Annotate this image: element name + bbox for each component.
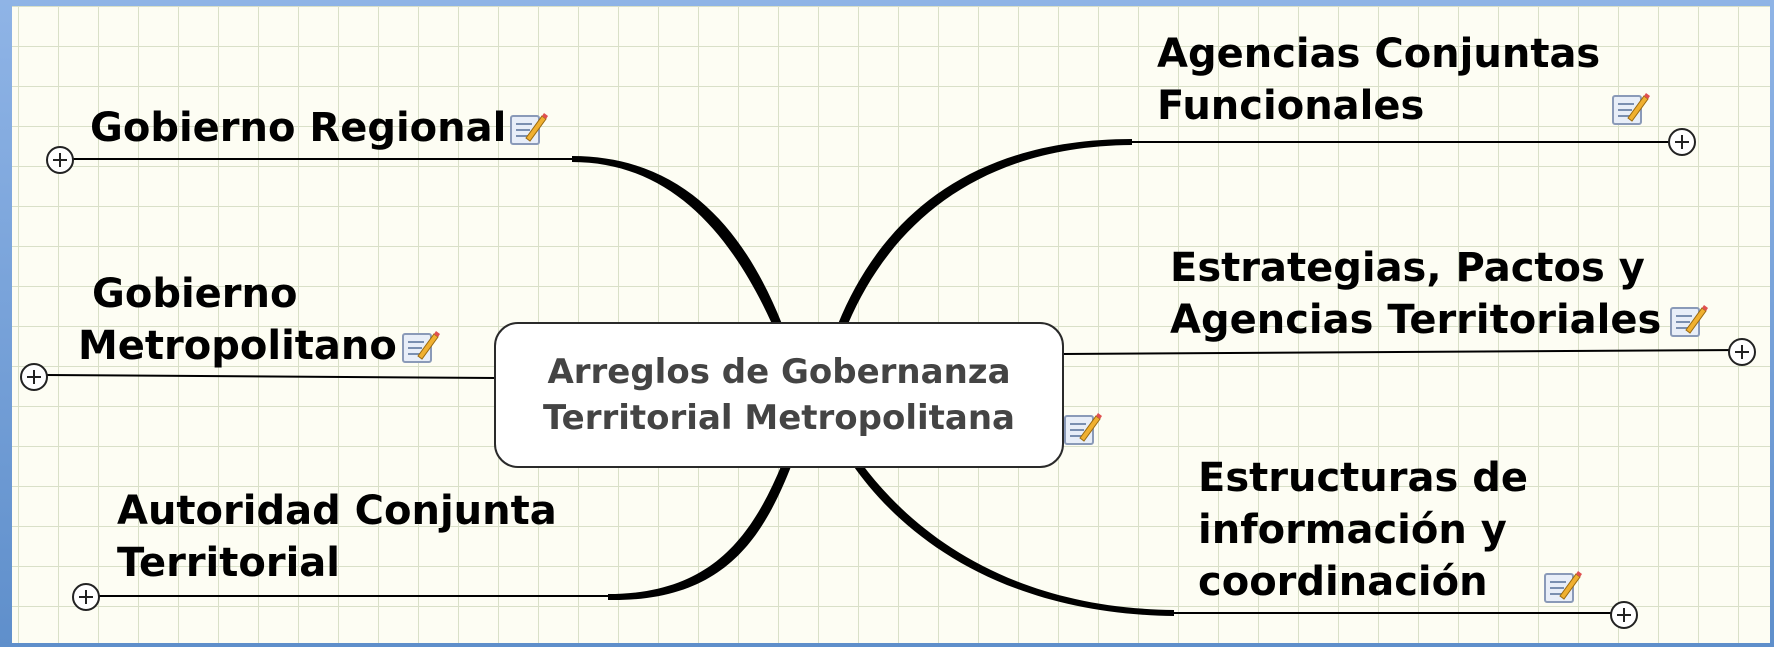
notes-pencil-icon[interactable] — [1542, 568, 1582, 606]
topic-label: Funcionales — [1157, 83, 1425, 129]
topic-label: Estrategias, Pactos y — [1170, 245, 1645, 291]
topic-label: Agencias Conjuntas — [1157, 31, 1601, 77]
notes-pencil-icon[interactable] — [1668, 302, 1708, 340]
topic-estrategias-pactos-agencias[interactable]: Estrategias, Pactos y Agencias Territori… — [1170, 242, 1661, 346]
topic-label: Metropolitano — [78, 323, 397, 369]
central-topic[interactable]: Arreglos de Gobernanza Territorial Metro… — [494, 322, 1064, 468]
plus-circle-icon[interactable] — [72, 583, 100, 611]
topic-label: Gobierno — [92, 271, 298, 317]
mind-map-canvas[interactable]: Arreglos de Gobernanza Territorial Metro… — [12, 6, 1770, 643]
topic-label: Estructuras de — [1198, 455, 1528, 501]
topic-label: coordinación — [1198, 559, 1488, 605]
link-gobierno-regional — [572, 156, 782, 324]
topic-agencias-conjuntas-funcionales[interactable]: Agencias Conjuntas Funcionales — [1157, 28, 1600, 132]
link-autoridad-conjunta — [608, 464, 792, 601]
notes-pencil-icon[interactable] — [1062, 410, 1102, 448]
topic-label: Autoridad Conjunta — [117, 488, 557, 534]
link-gobierno-metropolitano — [45, 374, 497, 379]
plus-circle-icon[interactable] — [1728, 338, 1756, 366]
topic-autoridad-conjunta-territorial[interactable]: Autoridad Conjunta Territorial — [117, 485, 557, 589]
central-topic-line-2: Territorial Metropolitana — [542, 398, 1015, 438]
link-estrategias — [1061, 349, 1745, 355]
topic-label: Agencias Territoriales — [1170, 297, 1662, 343]
notes-pencil-icon[interactable] — [508, 110, 548, 148]
topic-label: información y — [1198, 507, 1507, 553]
topic-estructuras-informacion[interactable]: Estructuras de información y coordinació… — [1198, 452, 1528, 608]
plus-circle-icon[interactable] — [20, 363, 48, 391]
link-agencias-conjuntas — [838, 139, 1132, 324]
connector-lines — [45, 139, 1745, 616]
topic-gobierno-metropolitano[interactable]: Gobierno Metropolitano — [78, 268, 397, 372]
link-estructuras — [852, 464, 1174, 616]
plus-circle-icon[interactable] — [46, 146, 74, 174]
notes-pencil-icon[interactable] — [400, 328, 440, 366]
topic-gobierno-regional[interactable]: Gobierno Regional — [90, 102, 506, 154]
plus-circle-icon[interactable] — [1668, 128, 1696, 156]
notes-pencil-icon[interactable] — [1610, 90, 1650, 128]
central-topic-line-1: Arreglos de Gobernanza — [547, 352, 1011, 392]
topic-label: Gobierno Regional — [90, 105, 507, 151]
topic-label: Territorial — [117, 540, 341, 586]
plus-circle-icon[interactable] — [1610, 601, 1638, 629]
